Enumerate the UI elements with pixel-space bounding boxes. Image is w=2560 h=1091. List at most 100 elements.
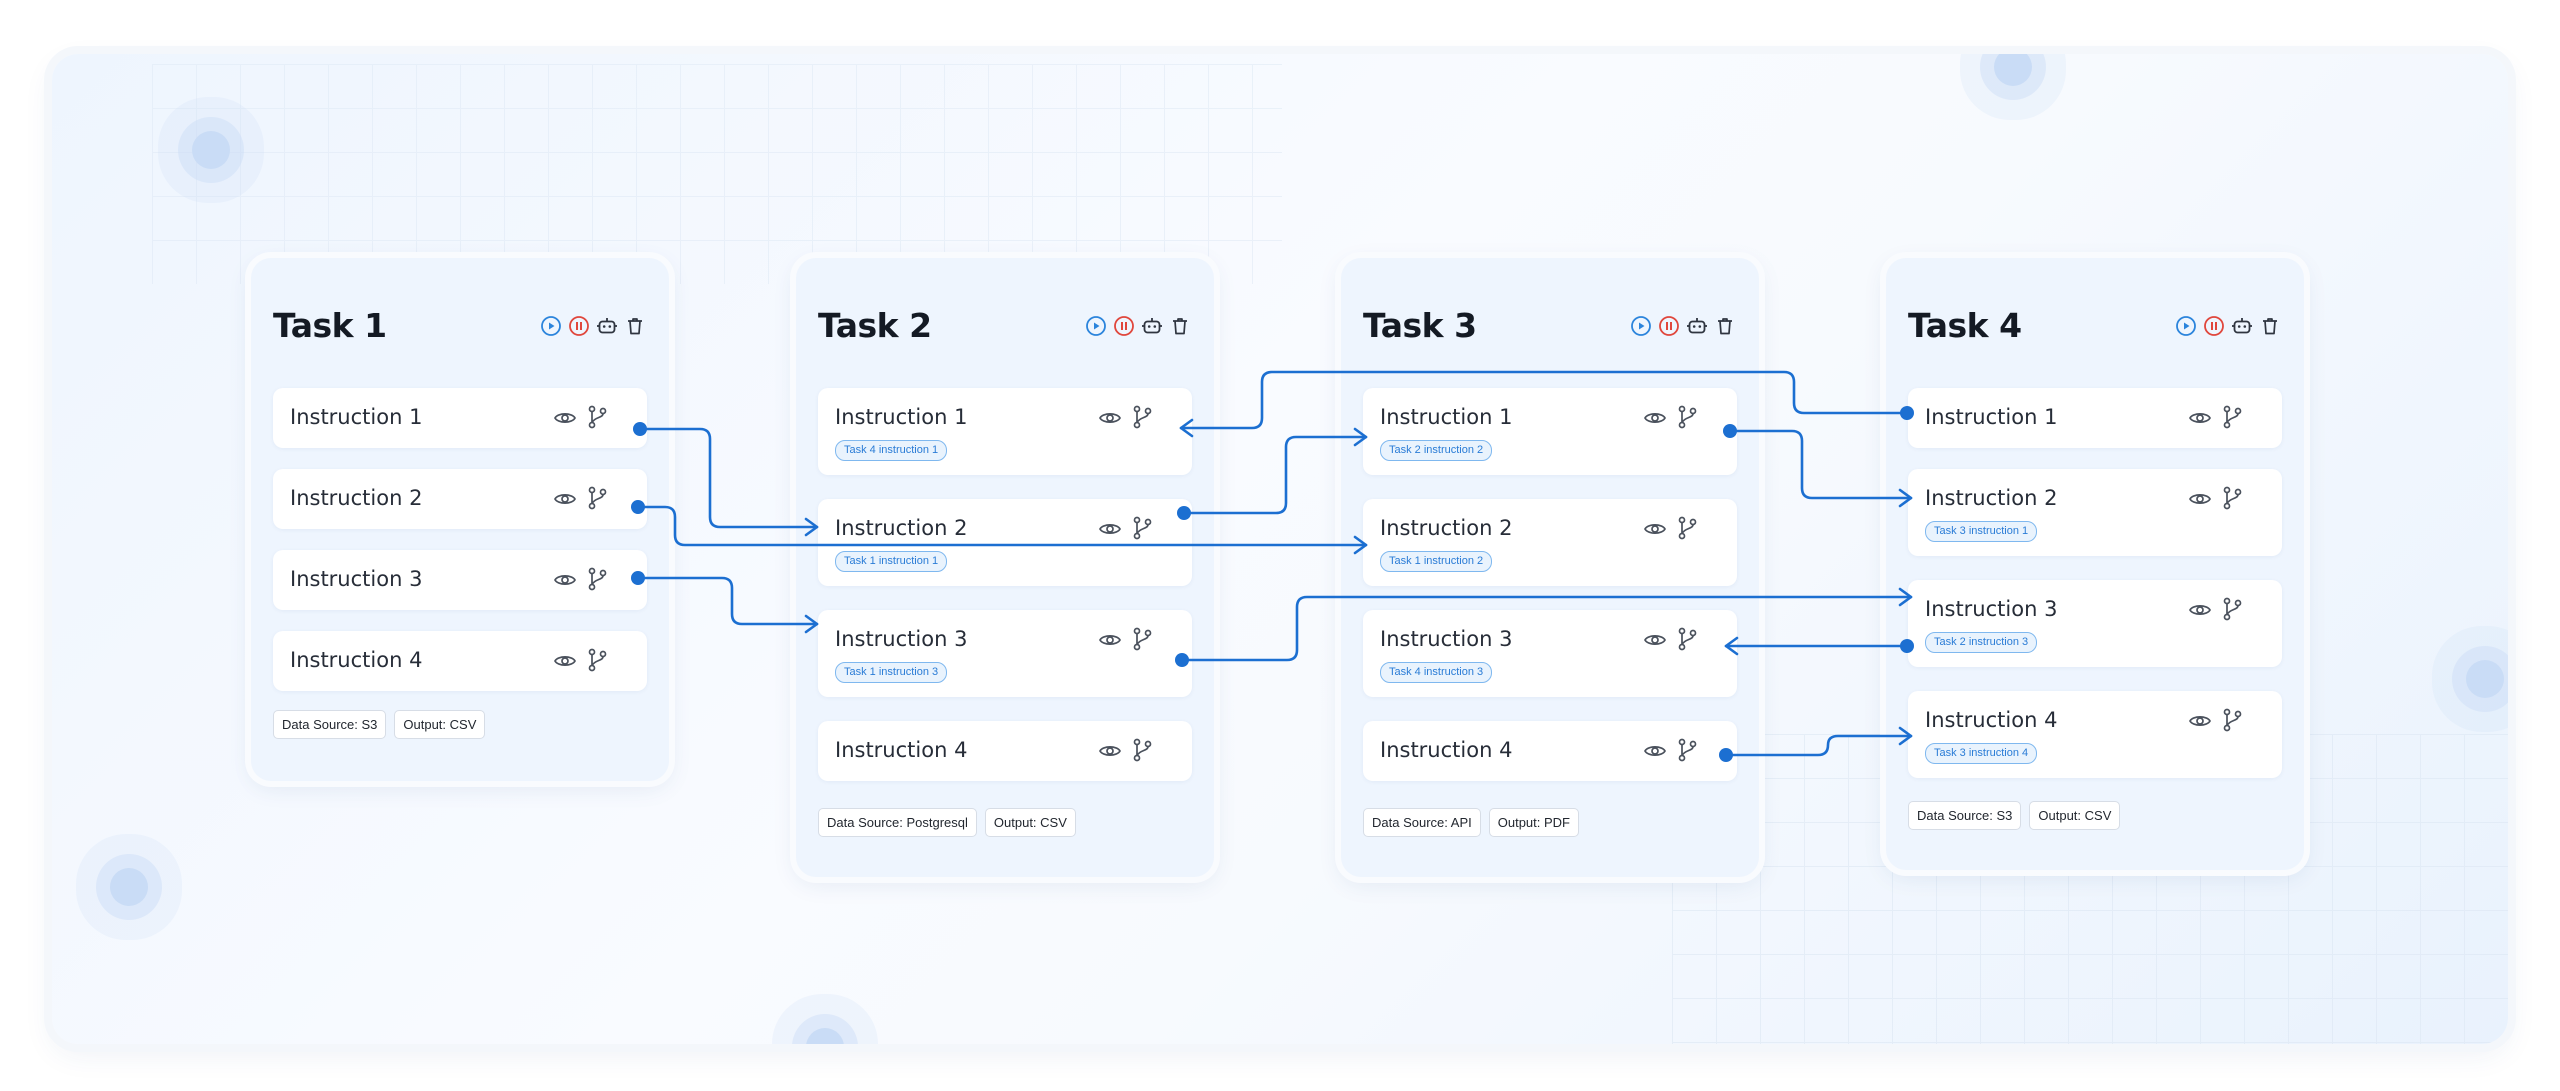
- eye-icon[interactable]: [1643, 628, 1667, 652]
- play-icon[interactable]: [2174, 314, 2198, 338]
- play-icon[interactable]: [1629, 314, 1653, 338]
- task-footer: Data Source: API Output: PDF: [1363, 808, 1579, 837]
- trash-icon[interactable]: [2258, 314, 2282, 338]
- eye-icon[interactable]: [1098, 406, 1122, 430]
- instruction-label: Instruction 3: [1380, 627, 1513, 651]
- git-branch-icon[interactable]: [585, 404, 609, 430]
- reference-tag: Task 4 instruction 3: [1380, 662, 1493, 683]
- instruction-label: Instruction 2: [1925, 486, 2058, 510]
- robot-icon[interactable]: [595, 314, 619, 338]
- instruction-item[interactable]: Instruction 1: [1908, 388, 2282, 448]
- decorative-glow: [806, 1028, 844, 1044]
- git-branch-icon[interactable]: [1130, 404, 1154, 430]
- eye-icon[interactable]: [2188, 709, 2212, 733]
- trash-icon[interactable]: [623, 314, 647, 338]
- instruction-item[interactable]: Instruction 4 Task 3 instruction 4: [1908, 691, 2282, 778]
- instruction-label: Instruction 4: [1380, 738, 1513, 762]
- pause-icon[interactable]: [1657, 314, 1681, 338]
- eye-icon[interactable]: [553, 406, 577, 430]
- git-branch-icon[interactable]: [585, 647, 609, 673]
- eye-icon[interactable]: [553, 487, 577, 511]
- decorative-glow: [2466, 660, 2504, 698]
- data-source-chip: Data Source: S3: [273, 710, 387, 739]
- output-chip: Output: CSV: [984, 808, 1076, 837]
- eye-icon[interactable]: [1098, 517, 1122, 541]
- git-branch-icon[interactable]: [585, 566, 609, 592]
- data-source-chip: Data Source: Postgresql: [818, 808, 977, 837]
- robot-icon[interactable]: [2230, 314, 2254, 338]
- eye-icon[interactable]: [1098, 628, 1122, 652]
- instruction-item[interactable]: Instruction 4: [1363, 721, 1737, 781]
- play-icon[interactable]: [539, 314, 563, 338]
- decorative-glow: [1994, 54, 2032, 86]
- data-source-chip: Data Source: S3: [1908, 801, 2022, 830]
- instruction-item[interactable]: Instruction 2: [273, 469, 647, 529]
- eye-icon[interactable]: [2188, 406, 2212, 430]
- instruction-item[interactable]: Instruction 2 Task 1 instruction 2: [1363, 499, 1737, 586]
- eye-icon[interactable]: [1643, 406, 1667, 430]
- instruction-item[interactable]: Instruction 3 Task 1 instruction 3: [818, 610, 1192, 697]
- eye-icon[interactable]: [1643, 739, 1667, 763]
- task-card-2: Task 2 Instruction 1 Task 4 instruction …: [796, 258, 1214, 877]
- instruction-label: Instruction 3: [835, 627, 968, 651]
- git-branch-icon[interactable]: [1675, 737, 1699, 763]
- decorative-glow: [110, 868, 148, 906]
- instruction-label: Instruction 1: [835, 405, 968, 429]
- pause-icon[interactable]: [567, 314, 591, 338]
- task-header: Task 4: [1908, 306, 2282, 350]
- pause-icon[interactable]: [1112, 314, 1136, 338]
- reference-tag: Task 1 instruction 3: [835, 662, 948, 683]
- instruction-item[interactable]: Instruction 2 Task 1 instruction 1: [818, 499, 1192, 586]
- task-header: Task 2: [818, 306, 1192, 350]
- robot-icon[interactable]: [1140, 314, 1164, 338]
- task-card-4: Task 4 Instruction 1 Instruction 2 Task …: [1886, 258, 2304, 870]
- reference-tag: Task 1 instruction 2: [1380, 551, 1493, 572]
- instruction-label: Instruction 4: [290, 648, 423, 672]
- instruction-label: Instruction 3: [1925, 597, 2058, 621]
- eye-icon[interactable]: [1098, 739, 1122, 763]
- eye-icon[interactable]: [2188, 487, 2212, 511]
- task-title: Task 3: [1363, 306, 1477, 345]
- data-source-chip: Data Source: API: [1363, 808, 1481, 837]
- robot-icon[interactable]: [1685, 314, 1709, 338]
- trash-icon[interactable]: [1168, 314, 1192, 338]
- pause-icon[interactable]: [2202, 314, 2226, 338]
- task-card-3: Task 3 Instruction 1 Task 2 instruction …: [1341, 258, 1759, 877]
- eye-icon[interactable]: [553, 649, 577, 673]
- instruction-item[interactable]: Instruction 3 Task 2 instruction 3: [1908, 580, 2282, 667]
- play-icon[interactable]: [1084, 314, 1108, 338]
- task-header: Task 1: [273, 306, 647, 350]
- instruction-item[interactable]: Instruction 1: [273, 388, 647, 448]
- git-branch-icon[interactable]: [1130, 737, 1154, 763]
- git-branch-icon[interactable]: [1675, 515, 1699, 541]
- output-chip: Output: CSV: [394, 710, 486, 739]
- task-footer: Data Source: Postgresql Output: CSV: [818, 808, 1076, 837]
- task-title: Task 4: [1908, 306, 2022, 345]
- git-branch-icon[interactable]: [2220, 596, 2244, 622]
- instruction-item[interactable]: Instruction 4: [818, 721, 1192, 781]
- reference-tag: Task 2 instruction 2: [1380, 440, 1493, 461]
- instruction-item[interactable]: Instruction 3 Task 4 instruction 3: [1363, 610, 1737, 697]
- git-branch-icon[interactable]: [2220, 707, 2244, 733]
- reference-tag: Task 2 instruction 3: [1925, 632, 2038, 653]
- reference-tag: Task 1 instruction 1: [835, 551, 948, 572]
- instruction-item[interactable]: Instruction 1 Task 4 instruction 1: [818, 388, 1192, 475]
- git-branch-icon[interactable]: [1675, 626, 1699, 652]
- instruction-item[interactable]: Instruction 1 Task 2 instruction 2: [1363, 388, 1737, 475]
- eye-icon[interactable]: [2188, 598, 2212, 622]
- output-chip: Output: CSV: [2029, 801, 2121, 830]
- instruction-label: Instruction 4: [1925, 708, 2058, 732]
- git-branch-icon[interactable]: [1675, 404, 1699, 430]
- eye-icon[interactable]: [1643, 517, 1667, 541]
- background-grid: [152, 64, 1282, 284]
- git-branch-icon[interactable]: [1130, 626, 1154, 652]
- trash-icon[interactable]: [1713, 314, 1737, 338]
- instruction-item[interactable]: Instruction 2 Task 3 instruction 1: [1908, 469, 2282, 556]
- eye-icon[interactable]: [553, 568, 577, 592]
- instruction-item[interactable]: Instruction 3: [273, 550, 647, 610]
- git-branch-icon[interactable]: [2220, 485, 2244, 511]
- git-branch-icon[interactable]: [1130, 515, 1154, 541]
- git-branch-icon[interactable]: [585, 485, 609, 511]
- git-branch-icon[interactable]: [2220, 404, 2244, 430]
- instruction-item[interactable]: Instruction 4: [273, 631, 647, 691]
